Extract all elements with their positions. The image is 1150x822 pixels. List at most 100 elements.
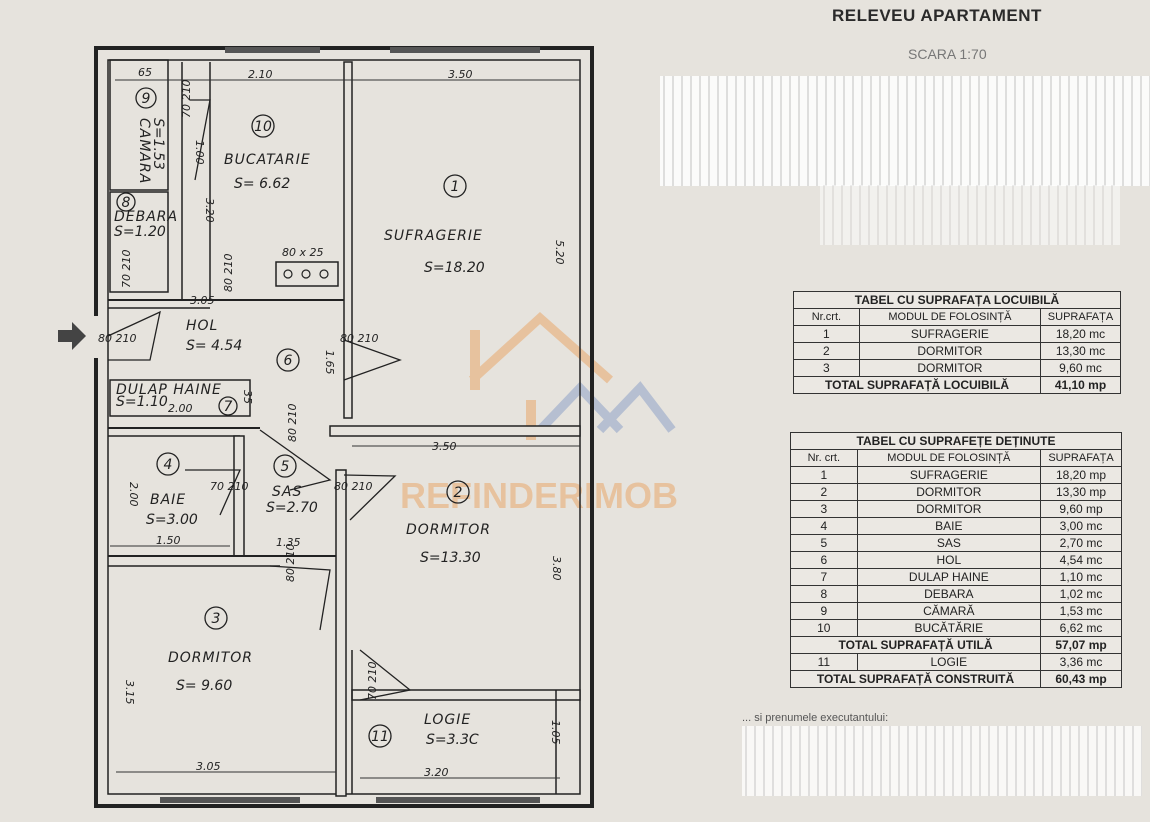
- walls: [93, 46, 594, 808]
- room-7-area: S=1.10: [116, 394, 168, 410]
- table-total-row: TOTAL SUPRAFAȚĂ CONSTRUITĂ 60,43 mp: [789, 670, 1122, 688]
- room-5-area: S=2.70: [266, 500, 318, 516]
- signature-area: ... si prenumele executantului:: [742, 712, 1150, 802]
- dim-065: 65: [138, 66, 152, 79]
- door-sas-top-label: 80 210: [286, 404, 299, 443]
- room-1-name: SUFRAGERIE: [384, 228, 483, 244]
- door-logie-label: 70 210: [366, 662, 379, 701]
- dim-320-kitchen: 3.20: [203, 198, 216, 223]
- table-row: 3 DORMITOR 9,60 mc: [793, 359, 1121, 377]
- held-table-header-nr: Nr. crt.: [790, 449, 858, 467]
- table-row: 2 DORMITOR 13,30 mc: [793, 342, 1121, 360]
- room-number-circles: [116, 87, 470, 748]
- door-swings: [107, 99, 412, 701]
- room-11-area: S=3.3C: [426, 732, 479, 748]
- dim-320-logie: 3.20: [424, 766, 449, 779]
- dim-035: 35: [241, 390, 254, 404]
- room-7-name: DULAP HAINE: [116, 382, 222, 398]
- dim-150-baie: 1.50: [156, 534, 181, 547]
- held-table-header-use: MODUL DE FOLOSINȚĂ: [856, 449, 1042, 467]
- door-dorm3-label: 80 210: [284, 544, 297, 583]
- dim-105-logie: 1.05: [549, 720, 562, 745]
- door-kitchen-label: 80 210: [222, 254, 235, 293]
- room-7-number: 7: [224, 399, 233, 415]
- watermark-logo: [468, 311, 676, 440]
- room-3-area: S= 9.60: [176, 678, 232, 694]
- table-total-row: TOTAL SUPRAFAȚĂ LOCUIBILĂ 41,10 mp: [793, 376, 1121, 394]
- held-table-caption: TABEL CU SUPRAFEȚE DEȚINUTE: [790, 432, 1122, 450]
- door-living-label: 80 210: [340, 332, 379, 345]
- document-scale: SCARA 1:70: [908, 46, 987, 62]
- room-9-area: S=1.53: [150, 118, 166, 170]
- door-entrance-label: 80 210: [98, 332, 137, 345]
- living-table-header-nr: Nr.crt.: [793, 308, 860, 326]
- dim-200-baie: 2.00: [127, 482, 140, 507]
- door-baie-label: 70 210: [210, 480, 249, 493]
- dim-350-mid: 3.50: [432, 440, 457, 453]
- room-6-number: 6: [284, 353, 293, 369]
- door-camara-label: 70 210: [180, 80, 193, 119]
- redacted-noise: [820, 185, 1120, 245]
- room-2-area: S=13.30: [420, 550, 481, 566]
- held-table-header-area: SUPRAFAȚA: [1040, 449, 1122, 467]
- signature-label: ... si prenumele executantului:: [742, 712, 889, 724]
- dim-135-sas: 1.35: [276, 536, 301, 549]
- room-11-number: 11: [371, 729, 389, 745]
- door-dorm2-label: 80 210: [334, 480, 373, 493]
- room-2-number: 2: [454, 485, 463, 501]
- redacted-info-block: [660, 76, 1150, 186]
- entrance-arrow-icon: [58, 322, 86, 350]
- room-4-name: BAIE: [150, 492, 186, 508]
- table-total-row: TOTAL SUPRAFAȚĂ UTILĂ 57,07 mp: [789, 636, 1122, 654]
- dim-380-dorm: 3.80: [550, 556, 563, 581]
- living-table-header-use: MODUL DE FOLOSINȚĂ: [858, 308, 1042, 326]
- room-9-name: CAMARA: [136, 118, 152, 184]
- room-6-area: S= 4.54: [186, 338, 242, 354]
- stove-dimension: 80 x 25: [282, 246, 324, 259]
- room-6-name: HOL: [186, 318, 218, 334]
- room-5-number: 5: [281, 459, 290, 475]
- room-2-name: DORMITOR: [406, 522, 491, 538]
- dim-315-dorm: 3.15: [123, 680, 136, 705]
- dimension-lines: [110, 79, 580, 779]
- living-table-header-area: SUPRAFAȚA: [1040, 308, 1121, 326]
- held-surfaces-table: TABEL CU SUPRAFEȚE DEȚINUTE Nr. crt. MOD…: [789, 432, 1122, 688]
- dim-210-top: 2.10: [248, 68, 273, 81]
- dim-520-living: 5.20: [553, 240, 566, 265]
- table-row: 1 SUFRAGERIE 18,20 mc: [793, 325, 1121, 343]
- dim-350-top: 3.50: [448, 68, 473, 81]
- room-4-number: 4: [164, 457, 173, 473]
- room-11-name: LOGIE: [424, 712, 471, 728]
- room-10-number: 10: [254, 119, 272, 135]
- room-9-number: 9: [142, 91, 151, 107]
- living-area-table: TABEL CU SUPRAFAȚA LOCUIBILĂ Nr.crt. MOD…: [793, 291, 1121, 394]
- living-table-caption: TABEL CU SUPRAFAȚA LOCUIBILĂ: [793, 291, 1121, 309]
- room-8-name: DEBARA: [114, 209, 178, 225]
- dim-305-bottom: 3.05: [196, 760, 221, 773]
- dim-100-camara: 1.00: [193, 140, 206, 165]
- dim-165-hol: 1.65: [323, 350, 336, 375]
- room-1-number: 1: [451, 179, 460, 195]
- document-title: RELEVEU APARTAMENT: [832, 6, 1042, 25]
- room-4-area: S=3.00: [146, 512, 198, 528]
- room-8-area: S=1.20: [114, 224, 166, 240]
- room-10-area: S= 6.62: [234, 176, 290, 192]
- room-8-number: 8: [122, 195, 131, 211]
- room-10-name: BUCATARIE: [224, 152, 311, 168]
- dim-200-dulap: 2.00: [168, 402, 193, 415]
- room-5-name: SAS: [272, 484, 302, 500]
- room-1-area: S=18.20: [424, 260, 485, 276]
- watermark-text: REFINDERIMOB: [400, 475, 678, 516]
